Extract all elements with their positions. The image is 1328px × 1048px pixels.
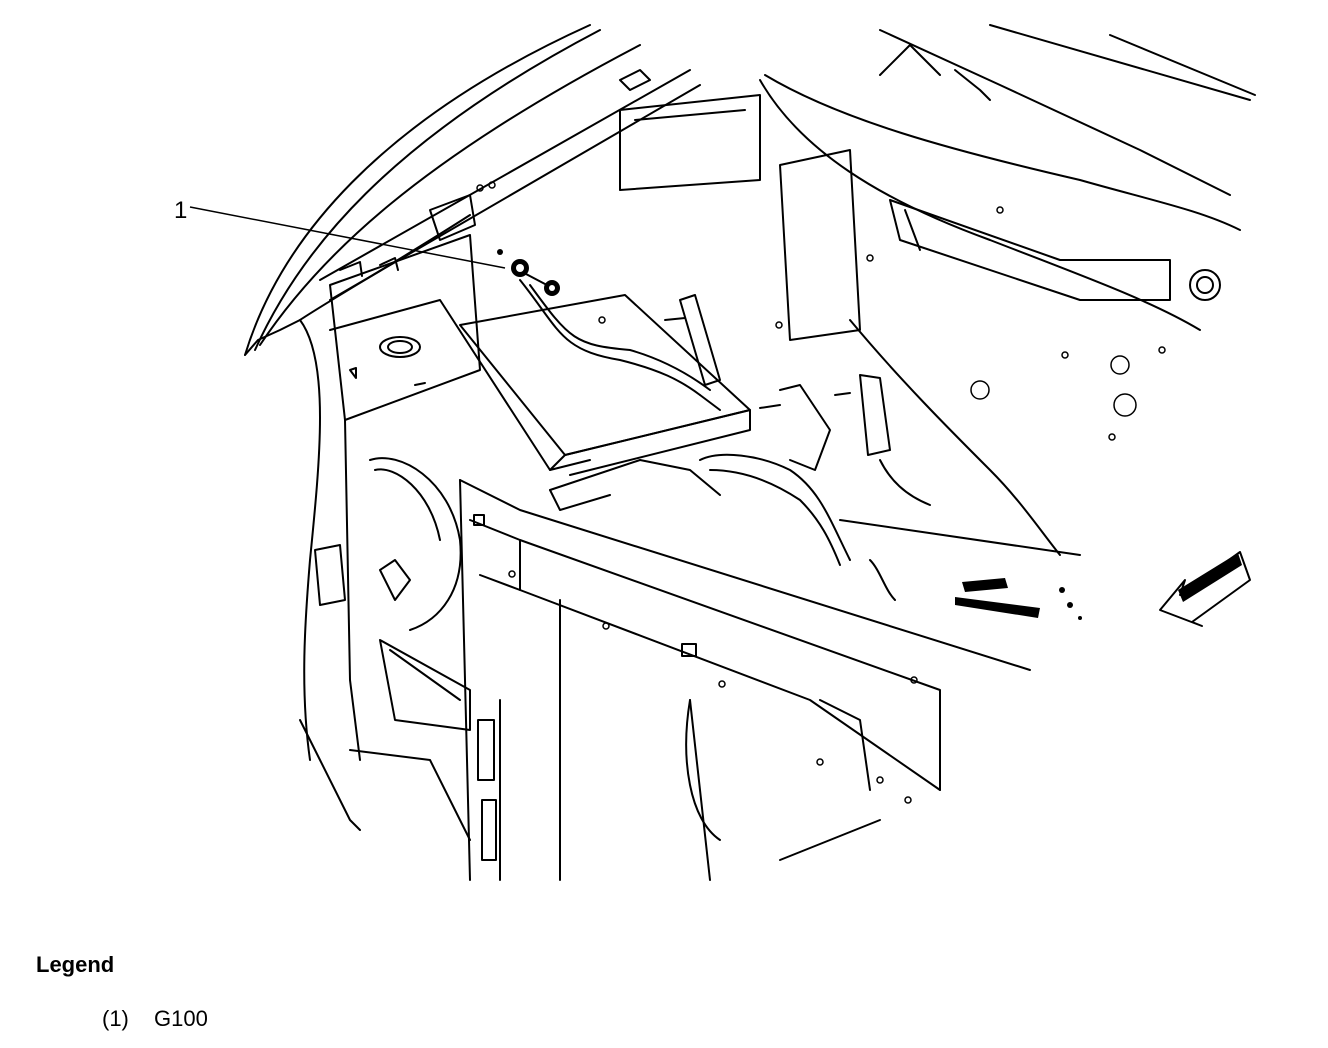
inner-fender — [299, 234, 591, 841]
fender-outline — [244, 24, 701, 356]
stamped-label-graphic — [955, 578, 1082, 620]
callout-1: 1 — [174, 197, 506, 269]
svg-text:1: 1 — [174, 197, 187, 224]
frame-rail — [459, 479, 1031, 881]
battery-tray — [459, 279, 1081, 601]
legend-item-number: (1) — [102, 1006, 129, 1031]
legend-item: (1) G100 — [102, 1006, 208, 1032]
ground-g100-fastener — [497, 249, 560, 296]
component-location-drawing: 1 — [174, 24, 1256, 881]
legend: Legend (1) G100 — [36, 952, 536, 1031]
legend-title: Legend — [36, 952, 115, 977]
cowl-panel — [619, 24, 1256, 556]
legend-item-label: G100 — [154, 1006, 208, 1031]
front-direction-arrow-icon — [1159, 551, 1251, 627]
